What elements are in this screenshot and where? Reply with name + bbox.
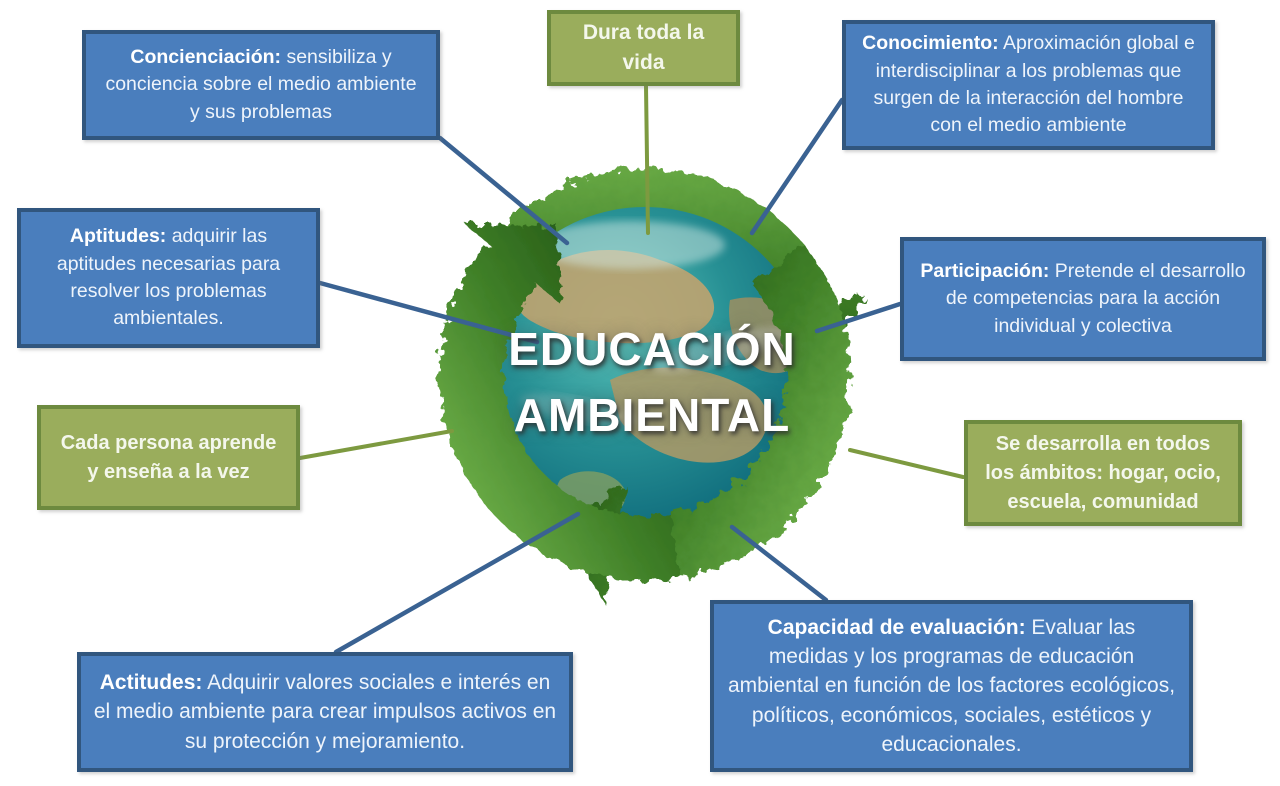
center-title-line2: AMBIENTAL: [513, 389, 791, 441]
recycle-arrow-right: [559, 242, 851, 605]
node-conocimiento-text: Conocimiento: Aproximación global e inte…: [862, 32, 1195, 137]
node-dura-toda-la-vida-text: Dura toda la vida: [582, 20, 705, 74]
node-aptitudes-text: Aptitudes: adquirir las aptitudes necesa…: [56, 225, 281, 330]
node-capacidad-evaluacion-text: Capacidad de evaluación: Evaluar las med…: [727, 615, 1176, 757]
node-conocimiento: Conocimiento: Aproximación global e inte…: [842, 20, 1215, 150]
globe-svg: [439, 169, 864, 605]
node-cada-persona: Cada persona aprende y enseña a la vez: [37, 405, 300, 510]
recycle-arrow-left: [439, 225, 681, 581]
connector-conocimiento: [749, 97, 845, 236]
node-concienciacion: Concienciación: sensibiliza y conciencia…: [82, 30, 440, 140]
node-actitudes: Actitudes: Adquirir valores sociales e i…: [77, 652, 573, 772]
earth-sphere: [477, 207, 813, 543]
node-participacion: Participación: Pretende el desarrollo de…: [900, 237, 1266, 361]
connector-dura-toda-la-vida: [644, 84, 650, 235]
center-title-line1: EDUCACIÓN: [508, 323, 796, 375]
node-participacion-text: Participación: Pretende el desarrollo de…: [920, 260, 1246, 337]
connector-capacidad-evaluacion: [729, 524, 829, 603]
connector-actitudes: [333, 511, 581, 655]
node-actitudes-text: Actitudes: Adquirir valores sociales e i…: [93, 670, 557, 753]
connector-se-desarrolla: [848, 448, 965, 479]
node-capacidad-evaluacion: Capacidad de evaluación: Evaluar las med…: [710, 600, 1193, 772]
connector-participacion: [814, 301, 903, 334]
globe-image: [430, 150, 870, 610]
node-aptitudes: Aptitudes: adquirir las aptitudes necesa…: [17, 208, 320, 348]
connector-cada-persona: [298, 429, 454, 460]
node-dura-toda-la-vida: Dura toda la vida: [547, 10, 740, 86]
center-title: EDUCACIÓN AMBIENTAL: [428, 316, 876, 448]
node-cada-persona-text: Cada persona aprende y enseña a la vez: [60, 431, 277, 483]
node-se-desarrolla: Se desarrolla en todos los ámbitos: hoga…: [964, 420, 1242, 526]
connector-aptitudes: [317, 280, 540, 345]
node-concienciacion-text: Concienciación: sensibiliza y conciencia…: [105, 46, 417, 123]
connector-concienciacion: [437, 135, 570, 246]
node-se-desarrolla-text: Se desarrolla en todos los ámbitos: hoga…: [985, 432, 1221, 513]
